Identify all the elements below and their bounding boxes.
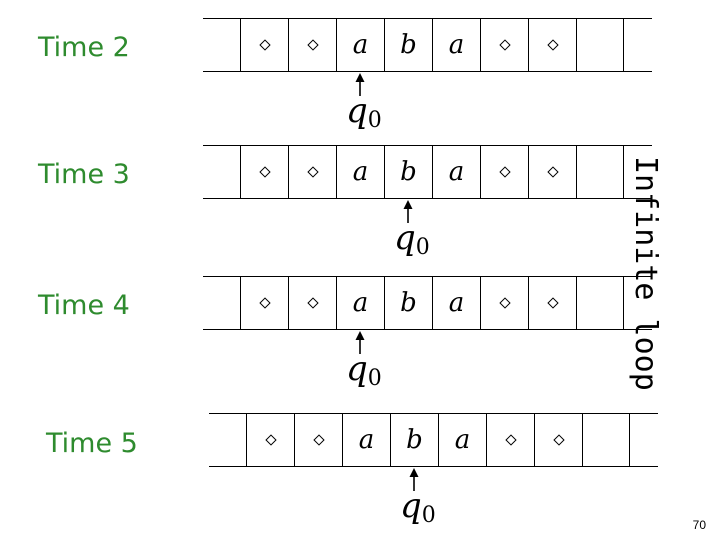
- tape-cell: [240, 276, 288, 330]
- tape-cell: [528, 18, 576, 72]
- tape-symbol: a: [352, 157, 369, 187]
- tape-symbol: b: [406, 425, 423, 455]
- blank-diamond-icon: [306, 39, 319, 51]
- head-arrow-icon: [355, 73, 365, 96]
- state-symbol: q: [346, 349, 368, 389]
- tape-symbol: a: [448, 30, 465, 60]
- blank-diamond-icon: [552, 434, 565, 446]
- blank-diamond-icon: [258, 297, 271, 309]
- tape-top-edge: [203, 145, 652, 146]
- tape-cell: [582, 413, 630, 467]
- tape-cell: b: [384, 145, 432, 199]
- tape-cell: [534, 413, 582, 467]
- blank-diamond-icon: [498, 297, 511, 309]
- tape-symbol: a: [448, 288, 465, 318]
- tape-cell: b: [390, 413, 438, 467]
- tape-cell: [576, 145, 624, 199]
- tape-cell: [480, 18, 528, 72]
- blank-diamond-icon: [264, 434, 277, 446]
- blank-diamond-icon: [306, 166, 319, 178]
- state-symbol: q: [400, 486, 422, 526]
- tape-symbol: b: [400, 288, 417, 318]
- read-head: q0: [390, 199, 440, 259]
- state-symbol: q: [346, 91, 368, 131]
- tape-cell: [288, 145, 336, 199]
- tape-top-edge: [203, 18, 652, 19]
- tape-cell: [240, 145, 288, 199]
- state-subscript: 0: [367, 366, 382, 391]
- tape-symbol: b: [400, 157, 417, 187]
- state-subscript: 0: [415, 235, 430, 260]
- tape-cell: [528, 145, 576, 199]
- tape-top-edge: [209, 413, 658, 414]
- state-subscript: 0: [367, 108, 382, 133]
- head-arrow-icon: [409, 468, 419, 491]
- tape-cell: a: [432, 145, 480, 199]
- state-subscript: 0: [421, 503, 436, 528]
- state-label: q0: [394, 221, 430, 259]
- blank-diamond-icon: [498, 166, 511, 178]
- tape-cell: [576, 18, 624, 72]
- head-arrow-icon: [355, 331, 365, 354]
- blank-diamond-icon: [306, 297, 319, 309]
- tape-cell: a: [336, 145, 384, 199]
- tape-symbol: a: [454, 425, 471, 455]
- tape-bottom-edge: [203, 71, 652, 72]
- tape-cell: b: [384, 18, 432, 72]
- blank-diamond-icon: [498, 39, 511, 51]
- tape-symbol: a: [352, 30, 369, 60]
- tape-cell: [486, 413, 534, 467]
- blank-diamond-icon: [258, 166, 271, 178]
- time-label: Time 4: [38, 290, 130, 321]
- tape-symbol: b: [400, 30, 417, 60]
- tape-cell: [288, 18, 336, 72]
- blank-diamond-icon: [546, 39, 559, 51]
- tape-cell: [246, 413, 294, 467]
- tape-bottom-edge: [203, 198, 652, 199]
- read-head: q0: [396, 467, 446, 527]
- blank-diamond-icon: [258, 39, 271, 51]
- state-symbol: q: [394, 218, 416, 258]
- state-label: q0: [400, 489, 436, 527]
- blank-diamond-icon: [546, 297, 559, 309]
- time-label: Time 5: [46, 428, 138, 459]
- page-number: 70: [692, 518, 706, 532]
- head-arrow-icon: [403, 200, 413, 223]
- tape-cell: a: [432, 18, 480, 72]
- tape-bottom-edge: [203, 329, 652, 330]
- tape-cell: a: [438, 413, 486, 467]
- tape-cell: a: [432, 276, 480, 330]
- tape-cell: a: [342, 413, 390, 467]
- tape-cell: a: [336, 276, 384, 330]
- time-label: Time 2: [38, 32, 130, 63]
- tape-top-edge: [203, 276, 652, 277]
- blank-diamond-icon: [312, 434, 325, 446]
- tape-cell: a: [336, 18, 384, 72]
- tape-cell: [528, 276, 576, 330]
- tape-symbol: a: [358, 425, 375, 455]
- state-label: q0: [346, 94, 382, 132]
- tape-cell: [294, 413, 342, 467]
- blank-diamond-icon: [504, 434, 517, 446]
- tape-cell: [288, 276, 336, 330]
- tape-symbol: a: [352, 288, 369, 318]
- tape-cell: b: [384, 276, 432, 330]
- state-label: q0: [346, 352, 382, 390]
- tape-cell: [240, 18, 288, 72]
- infinite-loop-label: Infinite loop: [628, 156, 663, 391]
- read-head: q0: [342, 330, 392, 390]
- read-head: q0: [342, 72, 392, 132]
- tape-bottom-edge: [209, 466, 658, 467]
- tape-cell: [480, 276, 528, 330]
- tape-symbol: a: [448, 157, 465, 187]
- tape-cell: [576, 276, 624, 330]
- time-label: Time 3: [38, 159, 130, 190]
- blank-diamond-icon: [546, 166, 559, 178]
- tape-cell: [480, 145, 528, 199]
